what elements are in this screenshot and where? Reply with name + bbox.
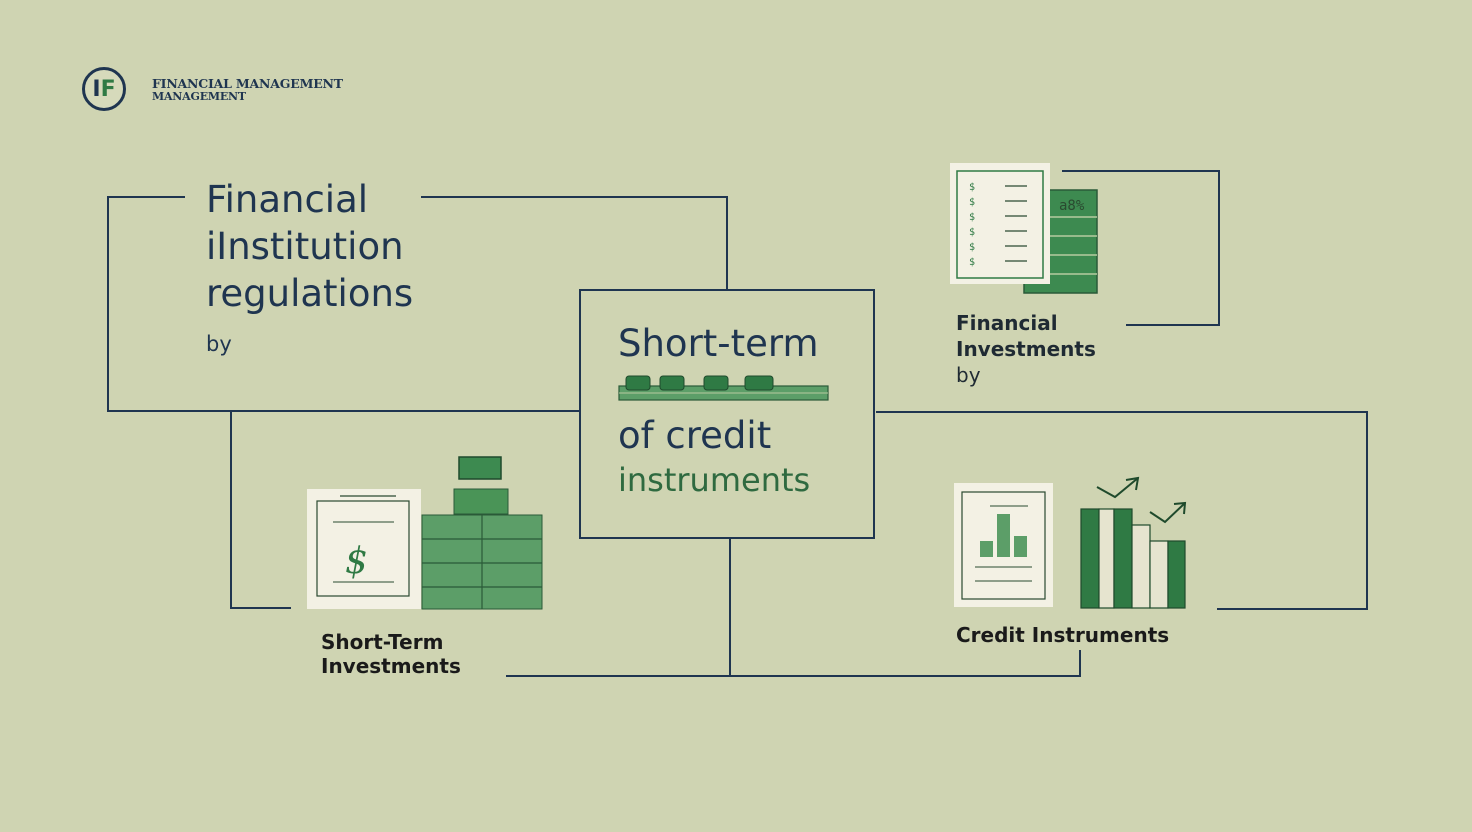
node-regulations: Financial iInstitution regulations by — [206, 176, 413, 368]
node-short-term-investments: Short-Term Investments — [321, 630, 461, 678]
financial-investments-line-1: Financial — [956, 311, 1058, 335]
connector-financial-inv — [1062, 170, 1220, 326]
svg-text:$: $ — [969, 197, 975, 208]
logo-letter-f: F — [100, 76, 116, 102]
connector-regulations-left — [107, 196, 580, 412]
regulations-line-2: iInstitution — [206, 225, 404, 268]
short-term-line-1: Short-Term — [321, 630, 444, 654]
logo-wordmark: FINANCIAL MANAGEMENT MANAGEMENT — [152, 77, 343, 103]
connector-bottom-rail — [506, 650, 1081, 677]
credit-chart-icon — [954, 476, 1187, 609]
financial-investments-by: by — [956, 363, 981, 387]
connector-credit-right — [876, 411, 1368, 610]
svg-text:$: $ — [969, 227, 975, 238]
svg-text:$: $ — [969, 212, 975, 223]
regulations-by: by — [206, 332, 232, 356]
center-line-2: of credit — [618, 414, 772, 457]
short-term-line-2: Investments — [321, 654, 461, 678]
logo-line-2: MANAGEMENT — [152, 90, 246, 103]
regulations-line-1: Financial — [206, 178, 369, 221]
credit-instruments-line-1: Credit Instruments — [956, 623, 1170, 647]
svg-text:$: $ — [969, 182, 975, 193]
node-financial-investments: Financial Investments by — [956, 310, 1096, 388]
connector-regulations-right — [421, 196, 728, 289]
svg-text:$: $ — [345, 541, 368, 582]
svg-text:$: $ — [969, 242, 975, 253]
financial-report-icon: $ $ $ $ $ $ — [950, 163, 1098, 294]
node-credit-instruments: Credit Instruments — [956, 623, 1169, 647]
svg-text:$: $ — [969, 257, 975, 268]
logo-letter-i: I — [92, 76, 101, 102]
node-center-box — [579, 289, 875, 539]
logo-line-1: FINANCIAL MANAGEMENT — [152, 76, 343, 91]
center-line-1: Short-term — [618, 322, 819, 365]
connector-short-term — [230, 411, 291, 609]
cash-strip-icon — [618, 375, 829, 401]
regulations-line-3: regulations — [206, 272, 414, 315]
center-line-3: instruments — [618, 461, 811, 499]
report-tag: a8% — [1059, 198, 1085, 214]
financial-investments-line-2: Investments — [956, 337, 1096, 361]
money-stack-icon: $ — [307, 456, 543, 610]
